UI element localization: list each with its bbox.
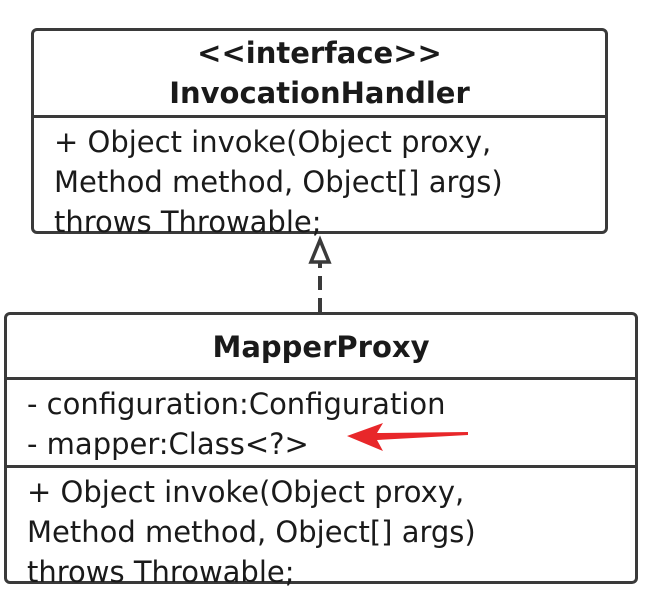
invocation-handler-operations: + Object invoke(Object proxy, Method met… <box>34 115 605 239</box>
attribute-configuration: - configuration:Configuration <box>27 387 446 421</box>
operation-line: Method method, Object[] args) <box>54 165 503 199</box>
operation-line: + Object invoke(Object proxy, <box>27 475 465 509</box>
interface-stereotype: <<interface>> <box>197 36 442 70</box>
realization-arrowhead-icon <box>308 235 332 264</box>
operation-line: throws Throwable; <box>27 555 295 589</box>
attribute-mapper: - mapper:Class<?> <box>27 427 309 461</box>
mapper-proxy-operations: + Object invoke(Object proxy, Method met… <box>7 465 635 589</box>
invocation-handler-header: <<interface>> InvocationHandler <box>34 31 605 115</box>
invocation-handler-name: InvocationHandler <box>169 76 470 110</box>
mapper-proxy-name: MapperProxy <box>212 330 430 364</box>
mapper-proxy-class: MapperProxy - configuration:Configuratio… <box>4 312 638 589</box>
operation-line: + Object invoke(Object proxy, <box>54 125 492 159</box>
operation-line: Method method, Object[] args) <box>27 515 476 549</box>
mapper-proxy-header: MapperProxy <box>7 315 635 377</box>
operation-line: throws Throwable; <box>54 205 322 239</box>
mapper-proxy-attributes: - configuration:Configuration - mapper:C… <box>7 377 635 465</box>
invocation-handler-class: <<interface>> InvocationHandler + Object… <box>31 28 608 239</box>
